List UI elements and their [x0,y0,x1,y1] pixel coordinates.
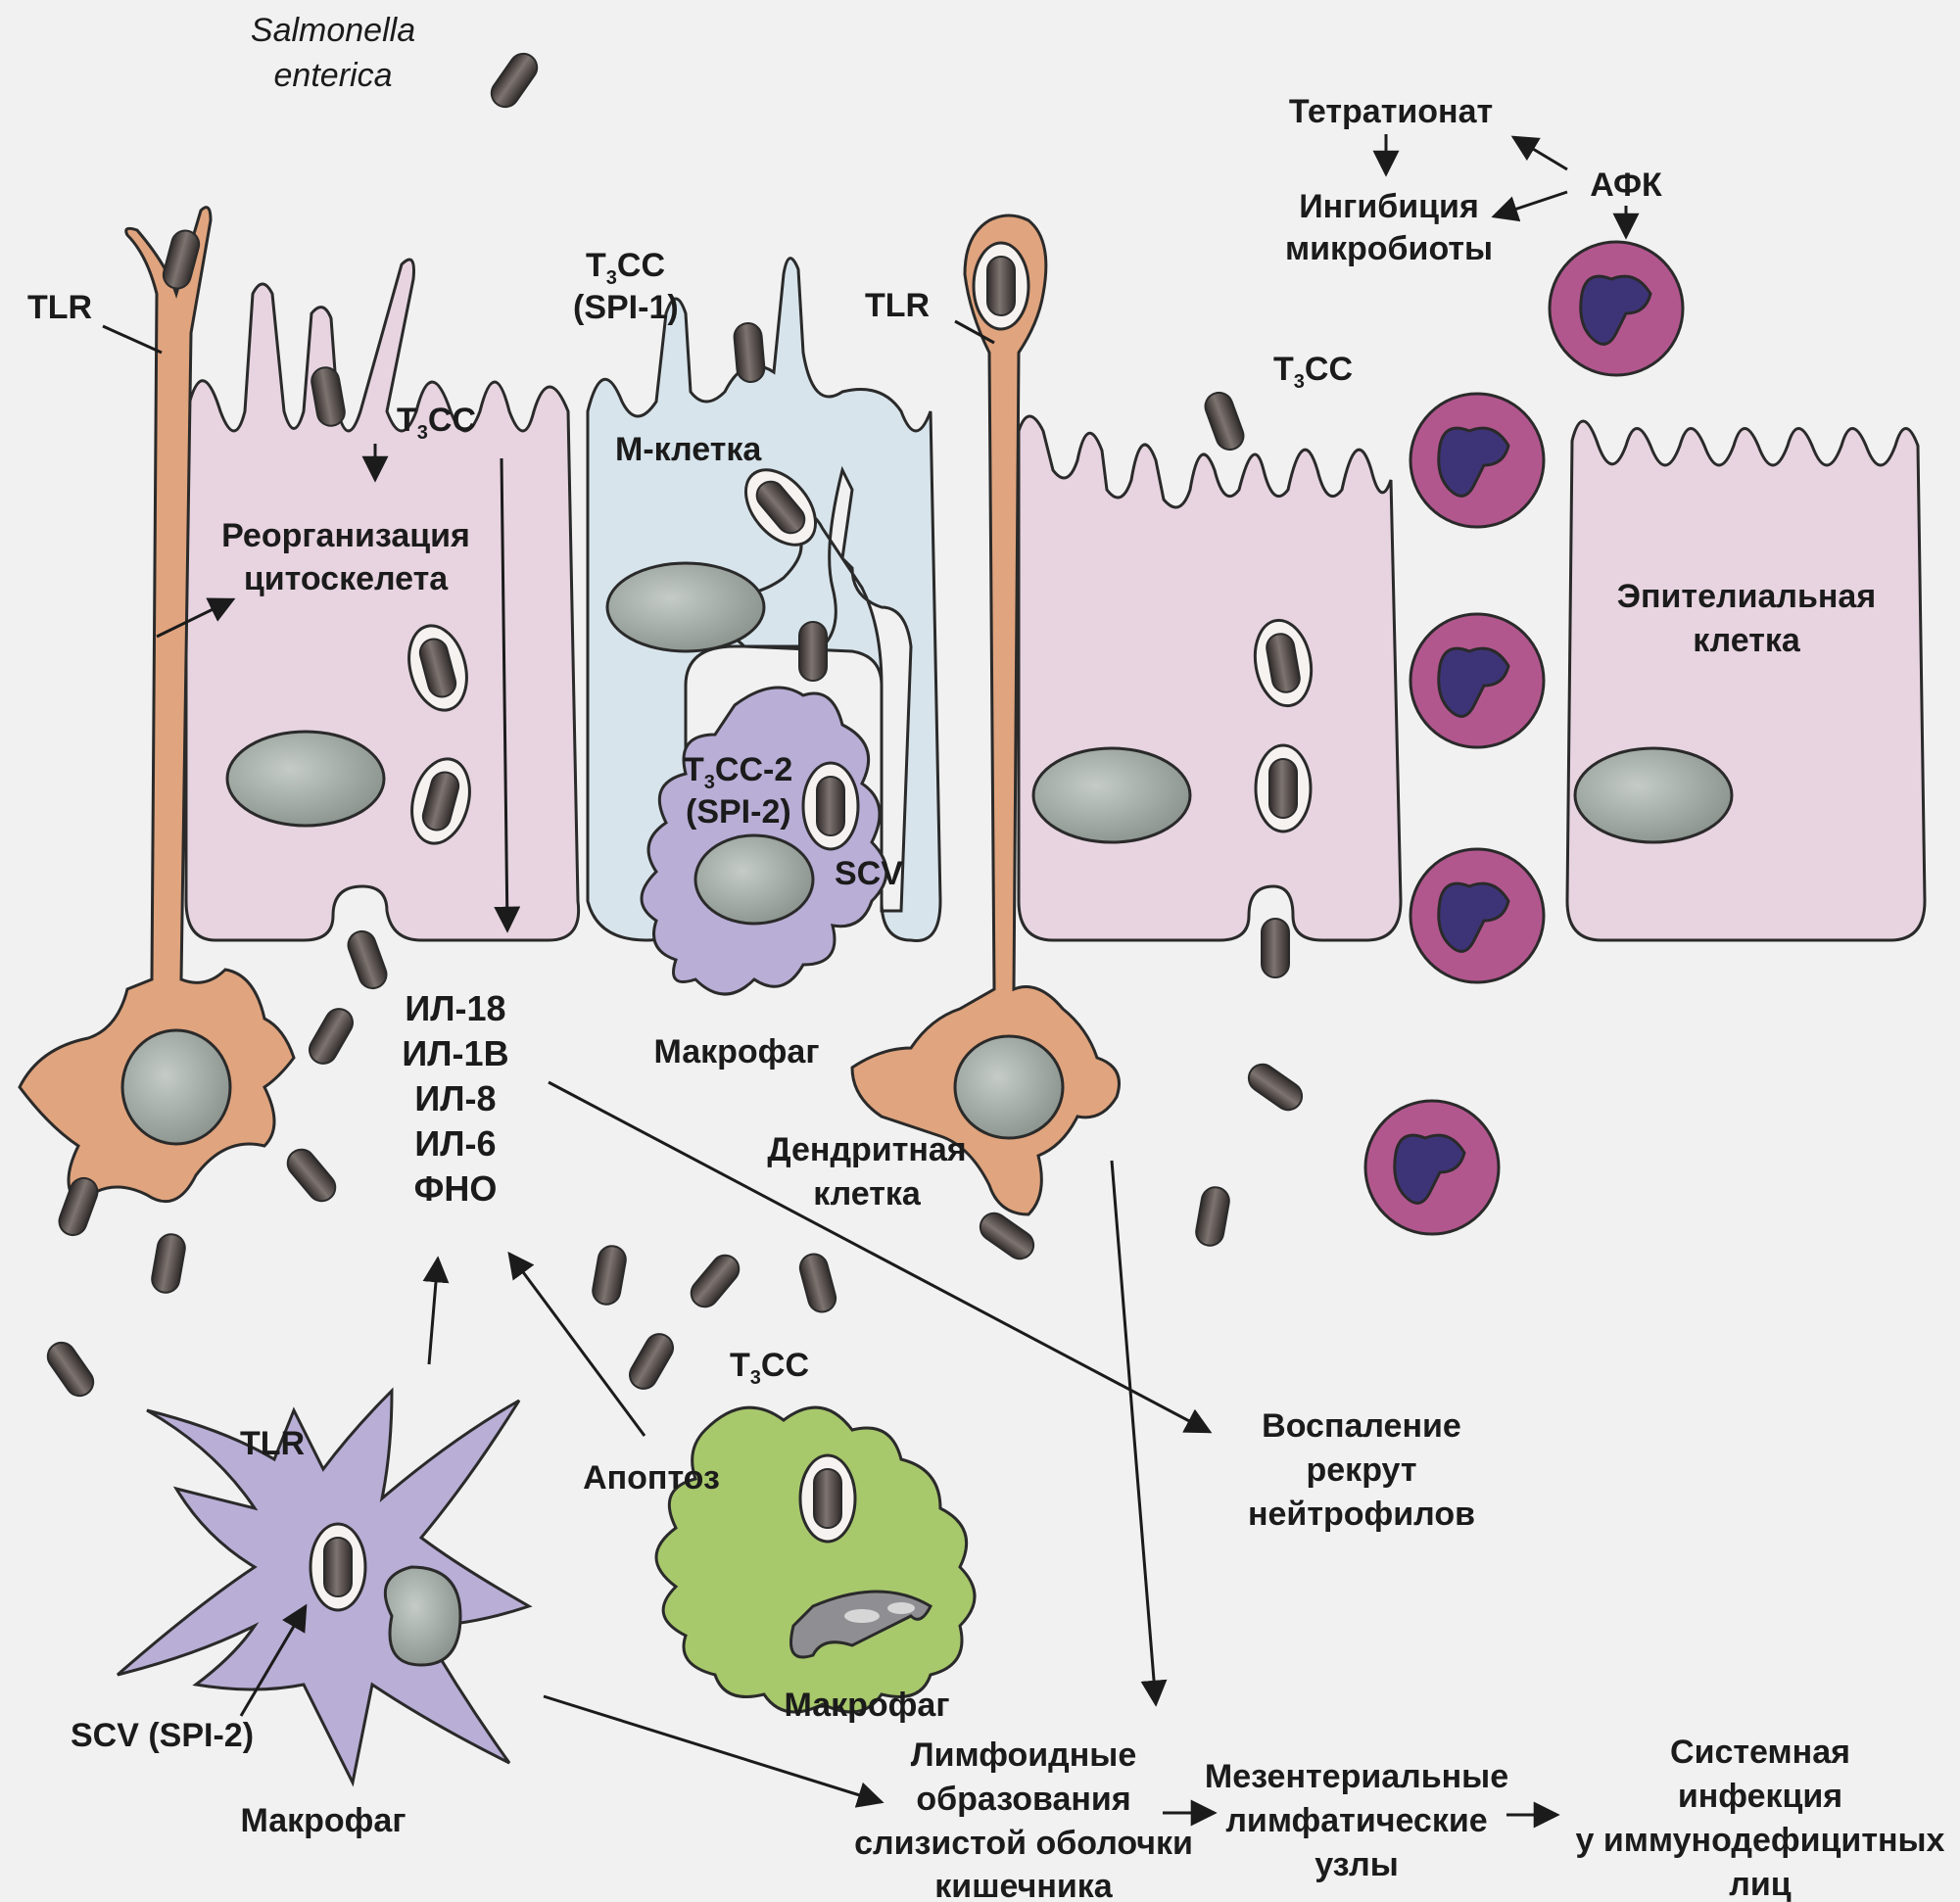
nucleus [1033,748,1190,842]
bacterium [486,48,542,112]
tetrathionate-label: Тетратионат [1289,93,1493,130]
macrophage-label: Макрофаг [653,1033,819,1070]
t3cc2-label: T3CC-2 [684,751,792,793]
mesenteric-label: узлы [1315,1846,1399,1883]
t3cc-label: T3CC [730,1347,809,1389]
bacterium-in-vacuole [974,243,1028,329]
systemic-infection-label: у иммунодефицитных [1576,1822,1945,1859]
cytokine-list: ИЛ-18 ИЛ-1В ИЛ-8 ИЛ-6 ФНО [402,988,508,1209]
t3cc-spi1-label: T3CC [586,247,665,289]
nucleus [695,835,813,924]
mesenteric-label: лимфатические [1225,1802,1487,1839]
lymphoid-label: образования [916,1781,1130,1818]
bacterium [56,1174,102,1239]
bacterium [1243,1059,1307,1115]
nucleus [955,1036,1063,1138]
bacterium-in-vacuole [311,1524,365,1610]
bacterium [799,622,827,681]
bacterium [150,1232,187,1295]
epithelial-cell-label: Эпителиальная [1617,578,1876,615]
epithelial-cell-middle [1019,416,1401,940]
tlr-label: TLR [865,287,930,324]
cytokine: ИЛ-6 [414,1123,496,1164]
neutrophil [1550,242,1683,375]
cytoskeleton-label: Реорганизация [221,517,470,554]
dendritic-cell-label: клетка [813,1175,922,1213]
nucleus [122,1030,230,1144]
cytokine: ИЛ-8 [414,1078,496,1118]
cytoskeleton-label: цитоскелета [244,560,449,597]
neutrophil [1410,394,1544,527]
epithelial-cell-label: клетка [1693,622,1801,659]
microbiota-inhibition-label: микробиоты [1285,230,1493,267]
macrophage-label: Макрофаг [240,1802,406,1839]
tlr-label: TLR [240,1425,305,1462]
bacterium [1194,1185,1231,1248]
bacterium [1202,389,1248,453]
scv-label: SCV [835,855,903,892]
bacterium [975,1208,1038,1263]
neutrophil [1410,614,1544,747]
cytokine: ФНО [414,1168,498,1209]
ros-label: АФК [1590,166,1662,204]
inflammation-label: Воспаление [1262,1407,1461,1445]
bacterium [1262,919,1289,977]
epithelial-cell-right [1567,421,1925,940]
nucleus [227,732,384,826]
nucleus [1575,748,1732,842]
bacterium [345,927,391,992]
dendritic-cell-label: Дендритная [767,1131,966,1168]
spi1-label: (SPI-1) [573,289,679,326]
salmonella-label: enterica [274,57,393,94]
bacterium [797,1251,839,1314]
scv-spi2-label: SCV (SPI-2) [71,1717,254,1754]
lymphoid-label: Лимфоидные [911,1736,1137,1774]
lymphoid-label: кишечника [934,1868,1114,1902]
bacterium [305,1004,358,1069]
systemic-infection-label: инфекция [1678,1778,1842,1815]
cytokine: ИЛ-18 [405,988,505,1028]
t3cc-label: T3CC [1273,351,1353,393]
macrophage-label: Макрофаг [784,1687,949,1724]
bacterium [686,1250,744,1312]
macrophage-green [656,1407,975,1712]
neutrophil [1365,1101,1499,1234]
m-cell-label: М-клетка [615,431,762,468]
inflammation-label: рекрут [1307,1451,1417,1489]
nucleus [607,563,764,651]
salmonella-label: Salmonella [251,12,415,49]
lymphoid-label: слизистой оболочки [854,1825,1193,1862]
apoptosis-label: Апоптоз [583,1459,720,1497]
bacterium [282,1144,341,1207]
bacterium-in-vacuole [803,763,858,849]
bacterium [733,322,765,383]
bacterium [591,1244,628,1307]
bacterium [42,1337,98,1401]
epithelial-cell-left [186,260,579,940]
t3cc-label: T3CC [397,402,476,444]
tlr-label: TLR [27,289,92,326]
microbiota-inhibition-label: Ингибиция [1299,188,1479,225]
inflammation-label: нейтрофилов [1248,1496,1475,1533]
neutrophil [1410,849,1544,982]
mesenteric-label: Мезентериальные [1205,1758,1508,1795]
bacterium [625,1329,678,1394]
systemic-infection-label: лиц [1729,1866,1792,1902]
systemic-infection-label: Системная [1670,1734,1850,1771]
bacterium-in-vacuole [1256,745,1311,832]
bacterium-in-vacuole [800,1455,855,1542]
spi2-label: (SPI-2) [686,793,791,831]
cytokine: ИЛ-1В [402,1033,508,1073]
